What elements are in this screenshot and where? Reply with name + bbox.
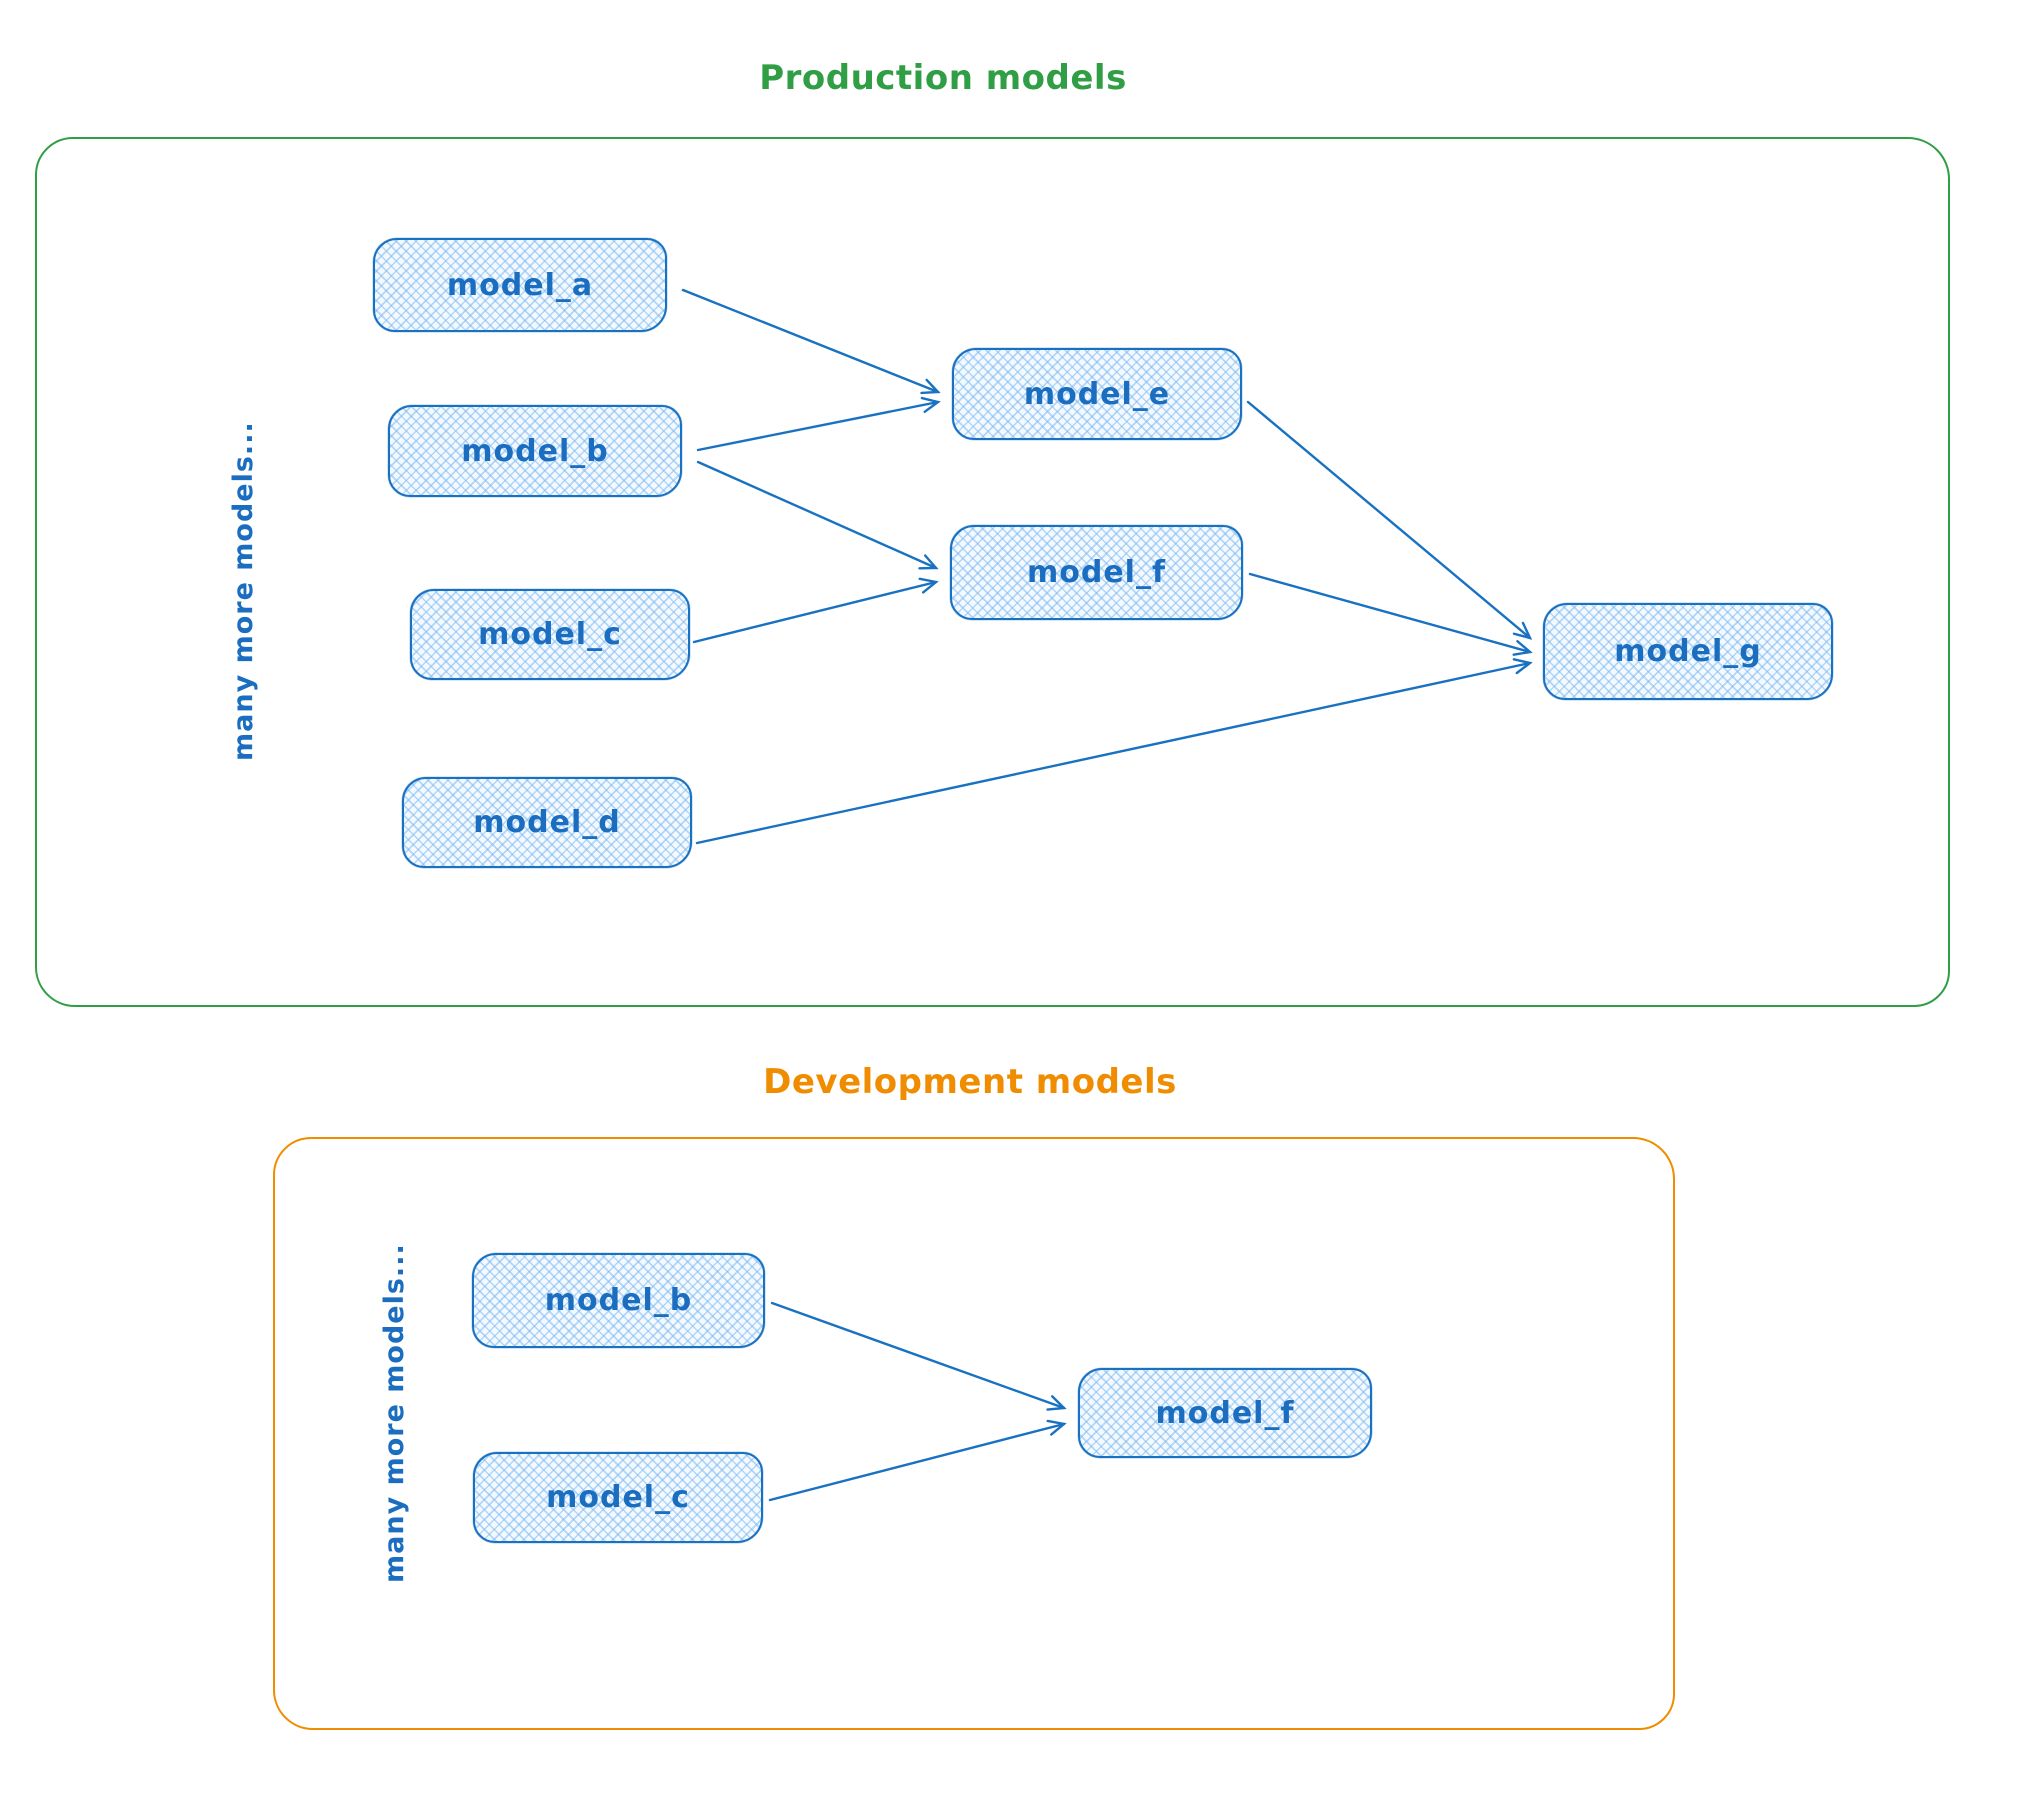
node-model-f[interactable]: model_f <box>950 525 1243 620</box>
node-model-b-label: model_b <box>461 433 609 469</box>
node-dev-model-c[interactable]: model_c <box>473 1452 763 1543</box>
node-model-c-label: model_c <box>478 617 622 652</box>
production-side-label: many more models... <box>228 421 259 761</box>
node-dev-model-f[interactable]: model_f <box>1078 1368 1372 1458</box>
development-section-title: Development models <box>763 1062 1177 1102</box>
node-model-d-label: model_d <box>473 805 621 840</box>
node-model-c[interactable]: model_c <box>410 589 690 680</box>
development-side-label: many more models... <box>379 1243 410 1583</box>
node-model-e[interactable]: model_e <box>952 348 1242 440</box>
node-model-e-label: model_e <box>1023 376 1171 412</box>
node-dev-model-f-label: model_f <box>1155 1395 1295 1431</box>
node-dev-model-c-label: model_c <box>546 1480 690 1515</box>
node-model-a[interactable]: model_a <box>373 238 667 332</box>
node-model-g[interactable]: model_g <box>1543 603 1833 700</box>
production-section-title: Production models <box>759 58 1127 98</box>
node-model-f-label: model_f <box>1026 555 1167 590</box>
node-model-b[interactable]: model_b <box>388 405 682 497</box>
node-model-g-label: model_g <box>1614 634 1762 669</box>
node-dev-model-b-label: model_b <box>544 1283 693 1318</box>
development-section-frame <box>273 1137 1675 1730</box>
node-model-a-label: model_a <box>446 267 594 303</box>
node-dev-model-b[interactable]: model_b <box>472 1253 765 1348</box>
node-model-d[interactable]: model_d <box>402 777 692 868</box>
production-section-frame <box>35 137 1950 1007</box>
